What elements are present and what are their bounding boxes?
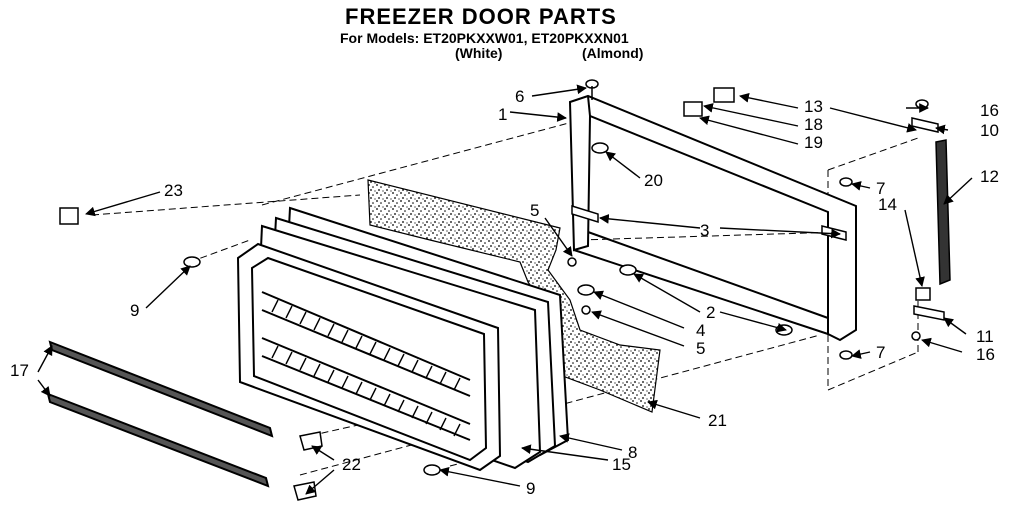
callout-18: 18 [804,115,823,134]
shelf-ribs [271,299,461,437]
clip-22b [293,481,317,501]
cap-7b [839,350,853,360]
screw-16b [911,331,921,341]
callout-7-lower: 7 [876,343,885,362]
hinge-3a [571,204,599,224]
clip-22a [299,431,323,451]
callout-8: 8 [628,443,637,462]
callout-14: 14 [878,195,897,214]
callout-9-left: 9 [130,301,139,320]
door-frame-1 [568,94,857,342]
handle-12 [935,139,951,286]
almond-variant-label: (Almond) [582,45,644,61]
leader-arrows [37,84,973,495]
spacer-4 [577,284,595,296]
callout-21: 21 [708,411,727,430]
callout-12: 12 [980,167,999,186]
callout-10: 10 [980,121,999,140]
models-line: For Models: ET20PKXXW01, ET20PKXXN01 [340,30,629,46]
callout-15: 15 [612,455,631,474]
callout-6: 6 [515,87,524,106]
insulation-foam-21 [367,179,661,413]
callout-17: 17 [10,361,29,380]
trim-strips-17 [46,340,274,488]
bracket-23 [59,207,79,225]
callout-9-bottom: 9 [526,479,535,498]
plate-19 [713,87,735,103]
washer-20 [591,142,609,154]
screw-9a [183,256,201,268]
callout-11: 11 [976,327,994,346]
screw-5b [581,305,591,315]
callout-5-upper: 5 [530,201,539,220]
callout-16-upper: 16 [980,101,999,120]
callout-13: 13 [804,97,823,116]
cap-7a [839,177,853,187]
callout-1: 1 [498,105,507,124]
door-liner [236,242,502,472]
callout-4: 4 [696,321,705,340]
spacer-2a [619,264,637,276]
screw-5a [567,257,577,267]
callout-3: 3 [700,221,709,240]
callout-22: 22 [342,455,361,474]
callout-labels: 1 2 3 4 5 5 6 7 7 8 9 9 10 11 12 13 14 1… [10,87,999,498]
white-variant-label: (White) [455,45,503,61]
diagram-title: FREEZER DOOR PARTS [345,4,617,29]
callout-19: 19 [804,133,823,152]
callout-5-lower: 5 [696,339,705,358]
callout-16-lower: 16 [976,345,995,364]
plate-18 [683,101,703,117]
callout-23: 23 [164,181,183,200]
screw-9b [423,464,441,476]
callout-7-upper: 7 [876,179,885,198]
callout-2: 2 [706,303,715,322]
screw-16a [915,99,929,109]
bracket-14 [915,287,931,301]
callout-20: 20 [644,171,663,190]
